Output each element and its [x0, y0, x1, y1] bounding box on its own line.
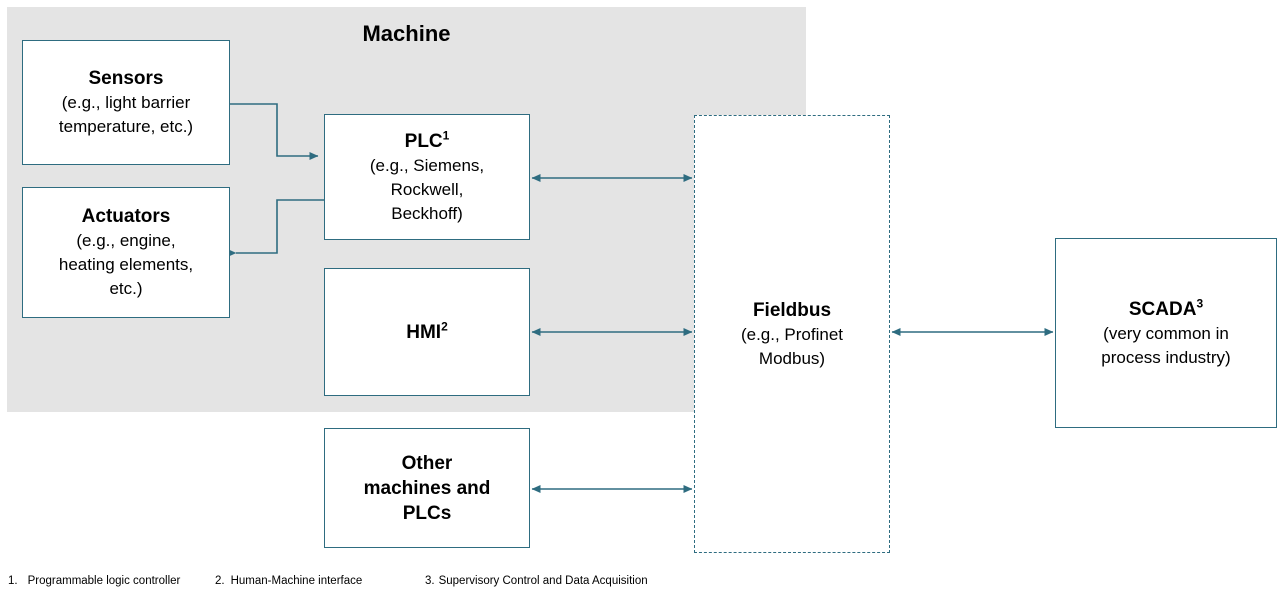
node-actuators-subline-2: heating elements,: [58, 255, 194, 274]
footnote-2: 2. Human-Machine interface: [215, 573, 362, 589]
node-plc-title: PLC1: [405, 129, 450, 154]
footnote-1-text: Programmable logic controller: [27, 575, 181, 587]
node-scada-subline-1: (very common in: [1103, 323, 1229, 343]
node-other-machines-line-2: machines and: [363, 477, 491, 499]
machine-title: Machine: [362, 21, 451, 46]
node-other-machines-line-1: Other: [401, 452, 453, 474]
node-actuators-title: Actuators: [81, 206, 171, 227]
footnote-list: 1. Programmable logic controller 2. Human-…: [0, 573, 1285, 593]
node-fieldbus-title: Fieldbus: [752, 299, 832, 321]
node-sensors-title: Sensors: [88, 68, 164, 89]
node-scada-footnote-marker: 3: [1196, 296, 1204, 311]
node-fieldbus[interactable]: Fieldbus (e.g., Profinet Modbus): [694, 115, 890, 553]
node-sensors-subline-2: temperature, etc.): [58, 117, 194, 136]
node-actuators-subline-1: (e.g., engine,: [76, 231, 176, 250]
node-scada-title: SCADA3: [1129, 297, 1203, 322]
node-fieldbus-subline-1: (e.g., Profinet: [740, 324, 844, 344]
node-plc[interactable]: PLC1 (e.g., Siemens, Rockwell, Beckhoff): [324, 114, 530, 240]
footnote-1: 1. Programmable logic controller: [8, 573, 180, 589]
node-hmi-title: HMI2: [406, 320, 448, 345]
footnote-3-text: Supervisory Control and Data Acquisition: [438, 575, 648, 587]
node-scada-subline-2: process industry): [1101, 347, 1231, 367]
node-plc-subline-1: (e.g., Siemens,: [369, 155, 485, 175]
node-fieldbus-subline-2: Modbus): [758, 348, 826, 368]
footnote-1-number: 1.: [8, 575, 18, 587]
footnote-2-number: 2.: [215, 575, 225, 587]
node-scada[interactable]: SCADA3 (very common in process industry): [1055, 238, 1277, 428]
node-hmi-title-text: HMI: [406, 321, 442, 343]
node-other-machines-line-3: PLCs: [402, 502, 452, 524]
node-actuators[interactable]: Actuators (e.g., engine, heating element…: [22, 187, 230, 318]
node-hmi[interactable]: HMI2: [324, 268, 530, 396]
node-plc-footnote-marker: 1: [442, 128, 450, 143]
node-plc-subline-3: Beckhoff): [391, 203, 463, 223]
node-other-machines[interactable]: Other machines and PLCs: [324, 428, 530, 548]
footnote-2-text: Human-Machine interface: [230, 575, 363, 587]
node-actuators-subline-3: etc.): [109, 279, 143, 298]
footnote-3: 3.Supervisory Control and Data Acquisiti…: [425, 573, 648, 589]
node-scada-title-text: SCADA: [1128, 298, 1197, 320]
node-sensors-subline-1: (e.g., light barrier: [61, 93, 191, 112]
node-hmi-footnote-marker: 2: [441, 319, 448, 334]
footnote-3-number: 3.: [425, 575, 435, 587]
node-plc-subline-2: Rockwell,: [390, 179, 464, 199]
node-plc-title-text: PLC: [404, 130, 443, 152]
node-sensors[interactable]: Sensors (e.g., light barrier temperature…: [22, 40, 230, 165]
